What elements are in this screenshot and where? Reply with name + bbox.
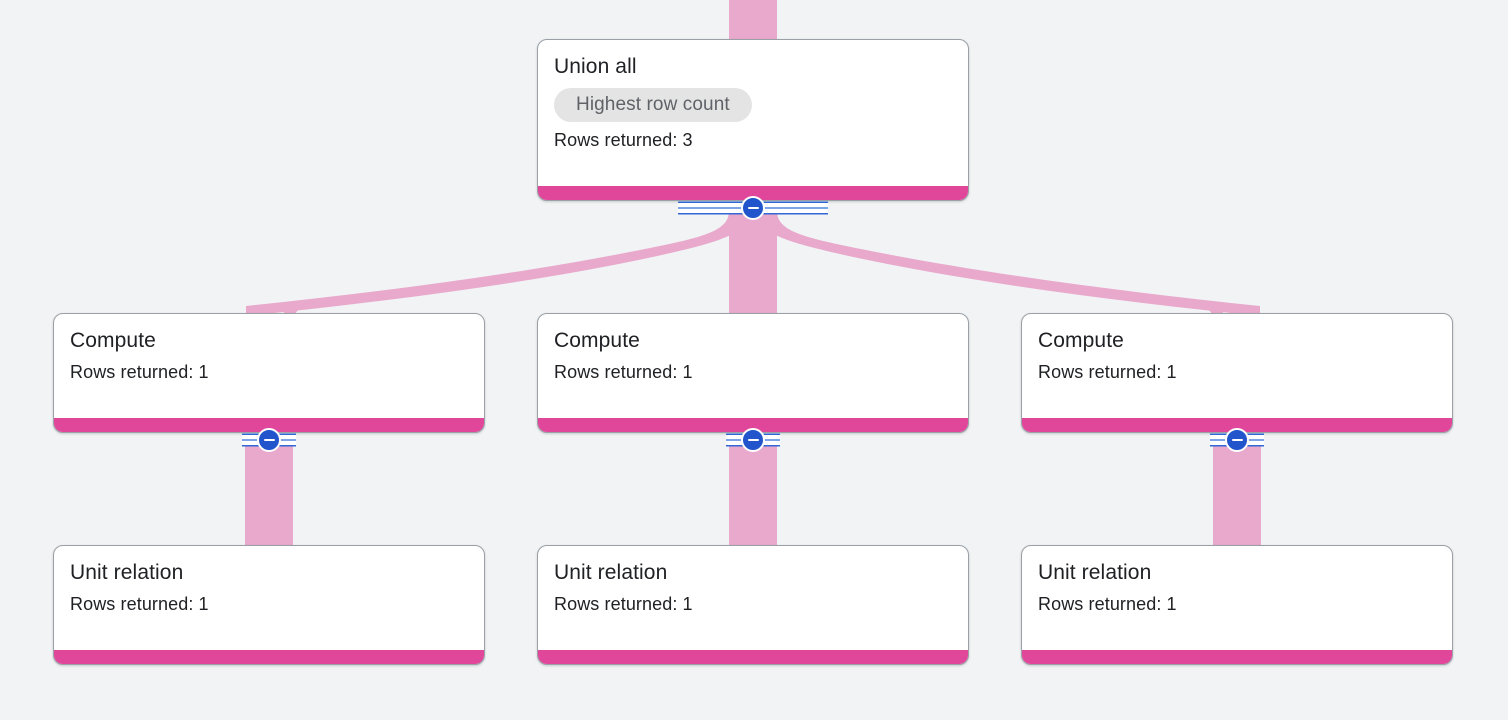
node-title: Compute: [554, 329, 640, 352]
node-rows-returned: Rows returned: 1: [1038, 362, 1177, 382]
edge-compute-middle-to-unit-middle: [729, 437, 777, 547]
minus-circle-icon[interactable]: [741, 196, 765, 220]
node-footer-bar: [54, 650, 484, 664]
node-title: Unit relation: [1038, 561, 1152, 584]
node-badge-row: Highest row count: [554, 88, 952, 122]
node-rows-returned: Rows returned: 1: [554, 362, 693, 382]
collapse-toggle-compute-left[interactable]: [242, 427, 296, 453]
node-footer-bar: [538, 186, 968, 200]
node-footer-bar: [54, 418, 484, 432]
collapse-toggle-union-all[interactable]: [678, 195, 828, 221]
node-title: Unit relation: [554, 561, 668, 584]
edge-union-to-compute-middle: [729, 205, 777, 315]
edge-compute-right-to-unit-right: [1213, 437, 1261, 547]
edge-top-stub: [729, 0, 777, 43]
edge-union-to-compute-right: [753, 211, 1260, 316]
node-rows-returned: Rows returned: 1: [1038, 594, 1177, 614]
node-rows-returned: Rows returned: 1: [70, 362, 209, 382]
node-title: Compute: [70, 329, 156, 352]
node-footer-bar: [538, 650, 968, 664]
node-title: Unit relation: [70, 561, 184, 584]
node-footer-bar: [1022, 650, 1452, 664]
collapse-toggle-compute-right[interactable]: [1210, 427, 1264, 453]
minus-circle-icon[interactable]: [1225, 428, 1249, 452]
collapse-toggle-compute-middle[interactable]: [726, 427, 780, 453]
node-footer-bar: [538, 418, 968, 432]
node-rows-returned: Rows returned: 3: [554, 130, 693, 150]
node-title: Union all: [554, 55, 637, 78]
minus-circle-icon[interactable]: [741, 428, 765, 452]
edge-compute-left-to-unit-left: [245, 437, 293, 547]
edge-union-to-compute-left: [246, 211, 753, 316]
minus-circle-icon[interactable]: [257, 428, 281, 452]
highest-row-count-badge: Highest row count: [554, 88, 752, 122]
node-title: Compute: [1038, 329, 1124, 352]
node-rows-returned: Rows returned: 1: [554, 594, 693, 614]
node-rows-returned: Rows returned: 1: [70, 594, 209, 614]
node-footer-bar: [1022, 418, 1452, 432]
